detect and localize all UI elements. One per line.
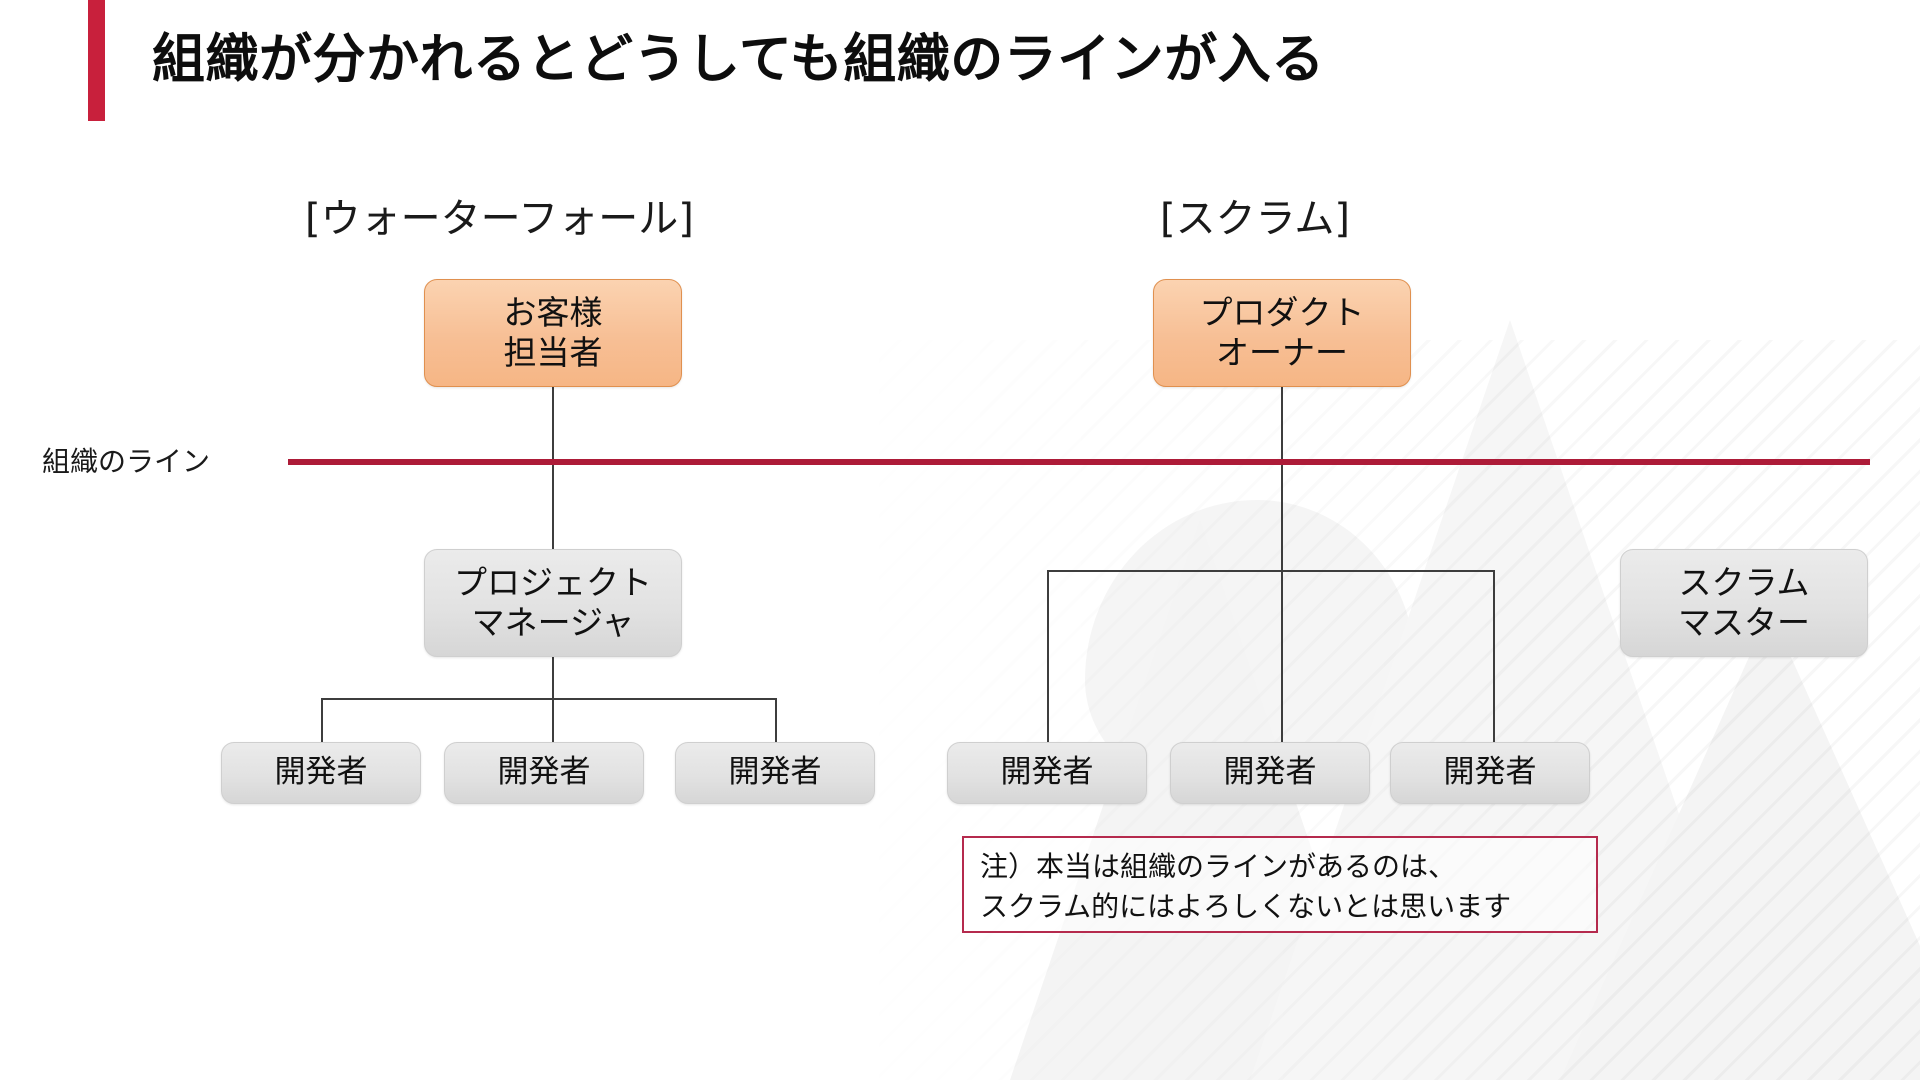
watermark-diagonal-hatch: [830, 340, 1920, 1080]
connector-waterfall-drop-2: [552, 698, 554, 742]
watermark-triangle-right: [1560, 610, 1920, 1080]
node-project-manager[interactable]: プロジェクト マネージャ: [424, 549, 682, 657]
node-label: 開発者: [1000, 754, 1094, 791]
connector-pm-stem: [552, 657, 554, 699]
node-scrum-master-line-1: スクラム: [1678, 562, 1810, 602]
connector-scrum-drop-3: [1493, 570, 1495, 742]
watermark-triangle-center: [1250, 320, 1770, 1080]
note-line-2: スクラム的にはよろしくないとは思います: [980, 889, 1512, 923]
node-product-owner-line-1: プロダクト: [1199, 292, 1365, 332]
column-heading-waterfall: [ウォーターフォール]: [305, 196, 694, 242]
node-scrum-master-line-2: マスター: [1678, 603, 1810, 642]
node-label: 開発者: [497, 754, 591, 791]
node-product-owner-line-2: オーナー: [1216, 333, 1348, 372]
connector-customer-to-pm: [552, 387, 554, 549]
node-label: 開発者: [728, 754, 822, 791]
node-waterfall-developer-1[interactable]: 開発者: [221, 742, 421, 804]
note-callout: 注）本当は組織のラインがあるのは、 スクラム的にはよろしくないとは思います: [962, 836, 1598, 933]
column-heading-scrum: [スクラム]: [1160, 196, 1351, 242]
node-scrum-developer-2[interactable]: 開発者: [1170, 742, 1370, 804]
node-label: 開発者: [1443, 754, 1537, 791]
node-customer-line-2: 担当者: [503, 333, 603, 372]
node-waterfall-developer-3[interactable]: 開発者: [675, 742, 875, 804]
organization-line: [288, 459, 1870, 465]
connector-waterfall-drop-3: [775, 698, 777, 742]
node-project-manager-line-1: プロジェクト: [454, 562, 652, 602]
node-project-manager-line-2: マネージャ: [471, 603, 635, 642]
node-customer-line-1: お客様: [503, 292, 603, 332]
title-accent-bar: [88, 0, 105, 121]
connector-scrum-bus: [1047, 570, 1493, 572]
node-label: 開発者: [1223, 754, 1317, 791]
page-title: 組織が分かれるとどうしても組織のラインが入る: [152, 29, 1325, 90]
connector-scrum-drop-2: [1281, 570, 1283, 742]
node-customer-representative[interactable]: お客様 担当者: [424, 279, 682, 387]
node-label: 開発者: [274, 754, 368, 791]
node-scrum-developer-3[interactable]: 開発者: [1390, 742, 1590, 804]
connector-waterfall-drop-1: [321, 698, 323, 742]
node-waterfall-developer-2[interactable]: 開発者: [444, 742, 644, 804]
connector-waterfall-bus: [321, 698, 775, 700]
node-scrum-master[interactable]: スクラム マスター: [1620, 549, 1868, 657]
connector-scrum-drop-1: [1047, 570, 1049, 742]
note-line-1: 注）本当は組織のラインがあるのは、: [980, 850, 1457, 883]
node-scrum-developer-1[interactable]: 開発者: [947, 742, 1147, 804]
organization-line-label: 組織のライン: [42, 445, 211, 478]
connector-po-stem: [1281, 387, 1283, 699]
node-product-owner[interactable]: プロダクト オーナー: [1153, 279, 1411, 387]
